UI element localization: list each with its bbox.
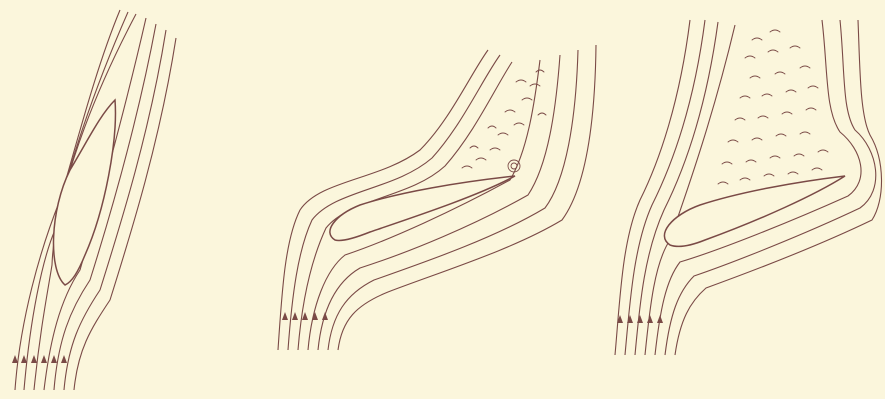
wake-swirl bbox=[800, 132, 810, 134]
flow-arrow bbox=[12, 355, 18, 363]
wake-swirl bbox=[718, 182, 728, 184]
flow-arrow bbox=[322, 312, 328, 320]
wake-swirl bbox=[462, 166, 472, 168]
wake-swirl bbox=[514, 123, 524, 125]
wake-swirl bbox=[750, 76, 760, 78]
flow-arrow bbox=[292, 312, 298, 320]
panel-attached-flow bbox=[12, 10, 176, 390]
wake-swirl bbox=[794, 154, 804, 156]
wake-swirl bbox=[782, 112, 792, 114]
flow-arrow bbox=[647, 315, 653, 323]
wake-swirl bbox=[758, 116, 768, 118]
wake-swirl bbox=[516, 80, 526, 82]
flow-arrow bbox=[61, 355, 67, 363]
panel-stalled-flow bbox=[615, 20, 882, 355]
wake-swirl bbox=[806, 108, 816, 110]
wake-swirl bbox=[770, 156, 780, 158]
flow-arrow bbox=[31, 355, 37, 363]
wake-swirl bbox=[490, 148, 500, 150]
flow-arrow bbox=[51, 355, 57, 363]
wake-swirl bbox=[722, 162, 732, 164]
wake-swirl bbox=[776, 134, 786, 136]
wake-swirl bbox=[800, 66, 810, 68]
trailing-edge-vortex bbox=[508, 160, 520, 172]
wake-swirl bbox=[536, 70, 544, 72]
wake-swirl bbox=[522, 98, 532, 100]
wake-swirl bbox=[538, 113, 546, 115]
wake-swirl bbox=[740, 96, 750, 98]
trailing-edge-vortex bbox=[511, 163, 517, 169]
separated-wake bbox=[462, 70, 546, 172]
flow-arrow bbox=[302, 312, 308, 320]
wake-swirl bbox=[530, 84, 540, 86]
wake-swirl bbox=[745, 56, 755, 58]
wake-swirl bbox=[476, 158, 486, 160]
wake-swirl bbox=[775, 72, 785, 74]
wake-swirl bbox=[762, 94, 772, 96]
streamline bbox=[615, 20, 690, 355]
wake-swirl bbox=[488, 126, 496, 128]
wake-swirl bbox=[470, 146, 478, 148]
wake-swirl bbox=[728, 140, 738, 142]
flow-arrow bbox=[637, 315, 643, 323]
wake-swirl bbox=[752, 38, 762, 40]
wake-swirl bbox=[786, 90, 796, 92]
streamline bbox=[625, 20, 705, 355]
wake-swirl bbox=[808, 86, 818, 88]
wake-swirl bbox=[764, 174, 774, 176]
panel-trailing-edge-separation bbox=[278, 45, 596, 350]
wake-swirl bbox=[818, 150, 828, 152]
wake-swirl bbox=[752, 138, 762, 140]
flow-arrow bbox=[41, 355, 47, 363]
wake-swirl bbox=[740, 178, 750, 180]
streamline bbox=[655, 20, 861, 355]
wake-swirl bbox=[812, 168, 822, 170]
streamline bbox=[645, 25, 735, 355]
wake-swirl bbox=[790, 46, 800, 48]
wake-swirl bbox=[770, 30, 780, 32]
flow-arrow bbox=[21, 355, 27, 363]
flow-arrow bbox=[282, 312, 288, 320]
separated-wake bbox=[718, 30, 828, 184]
wake-swirl bbox=[768, 50, 778, 52]
wake-swirl bbox=[505, 110, 515, 112]
wake-swirl bbox=[746, 160, 756, 162]
wake-swirl bbox=[498, 133, 508, 135]
wake-swirl bbox=[735, 118, 745, 120]
airfoil bbox=[330, 176, 515, 241]
wake-swirl bbox=[788, 172, 798, 174]
flow-arrow bbox=[657, 315, 663, 323]
